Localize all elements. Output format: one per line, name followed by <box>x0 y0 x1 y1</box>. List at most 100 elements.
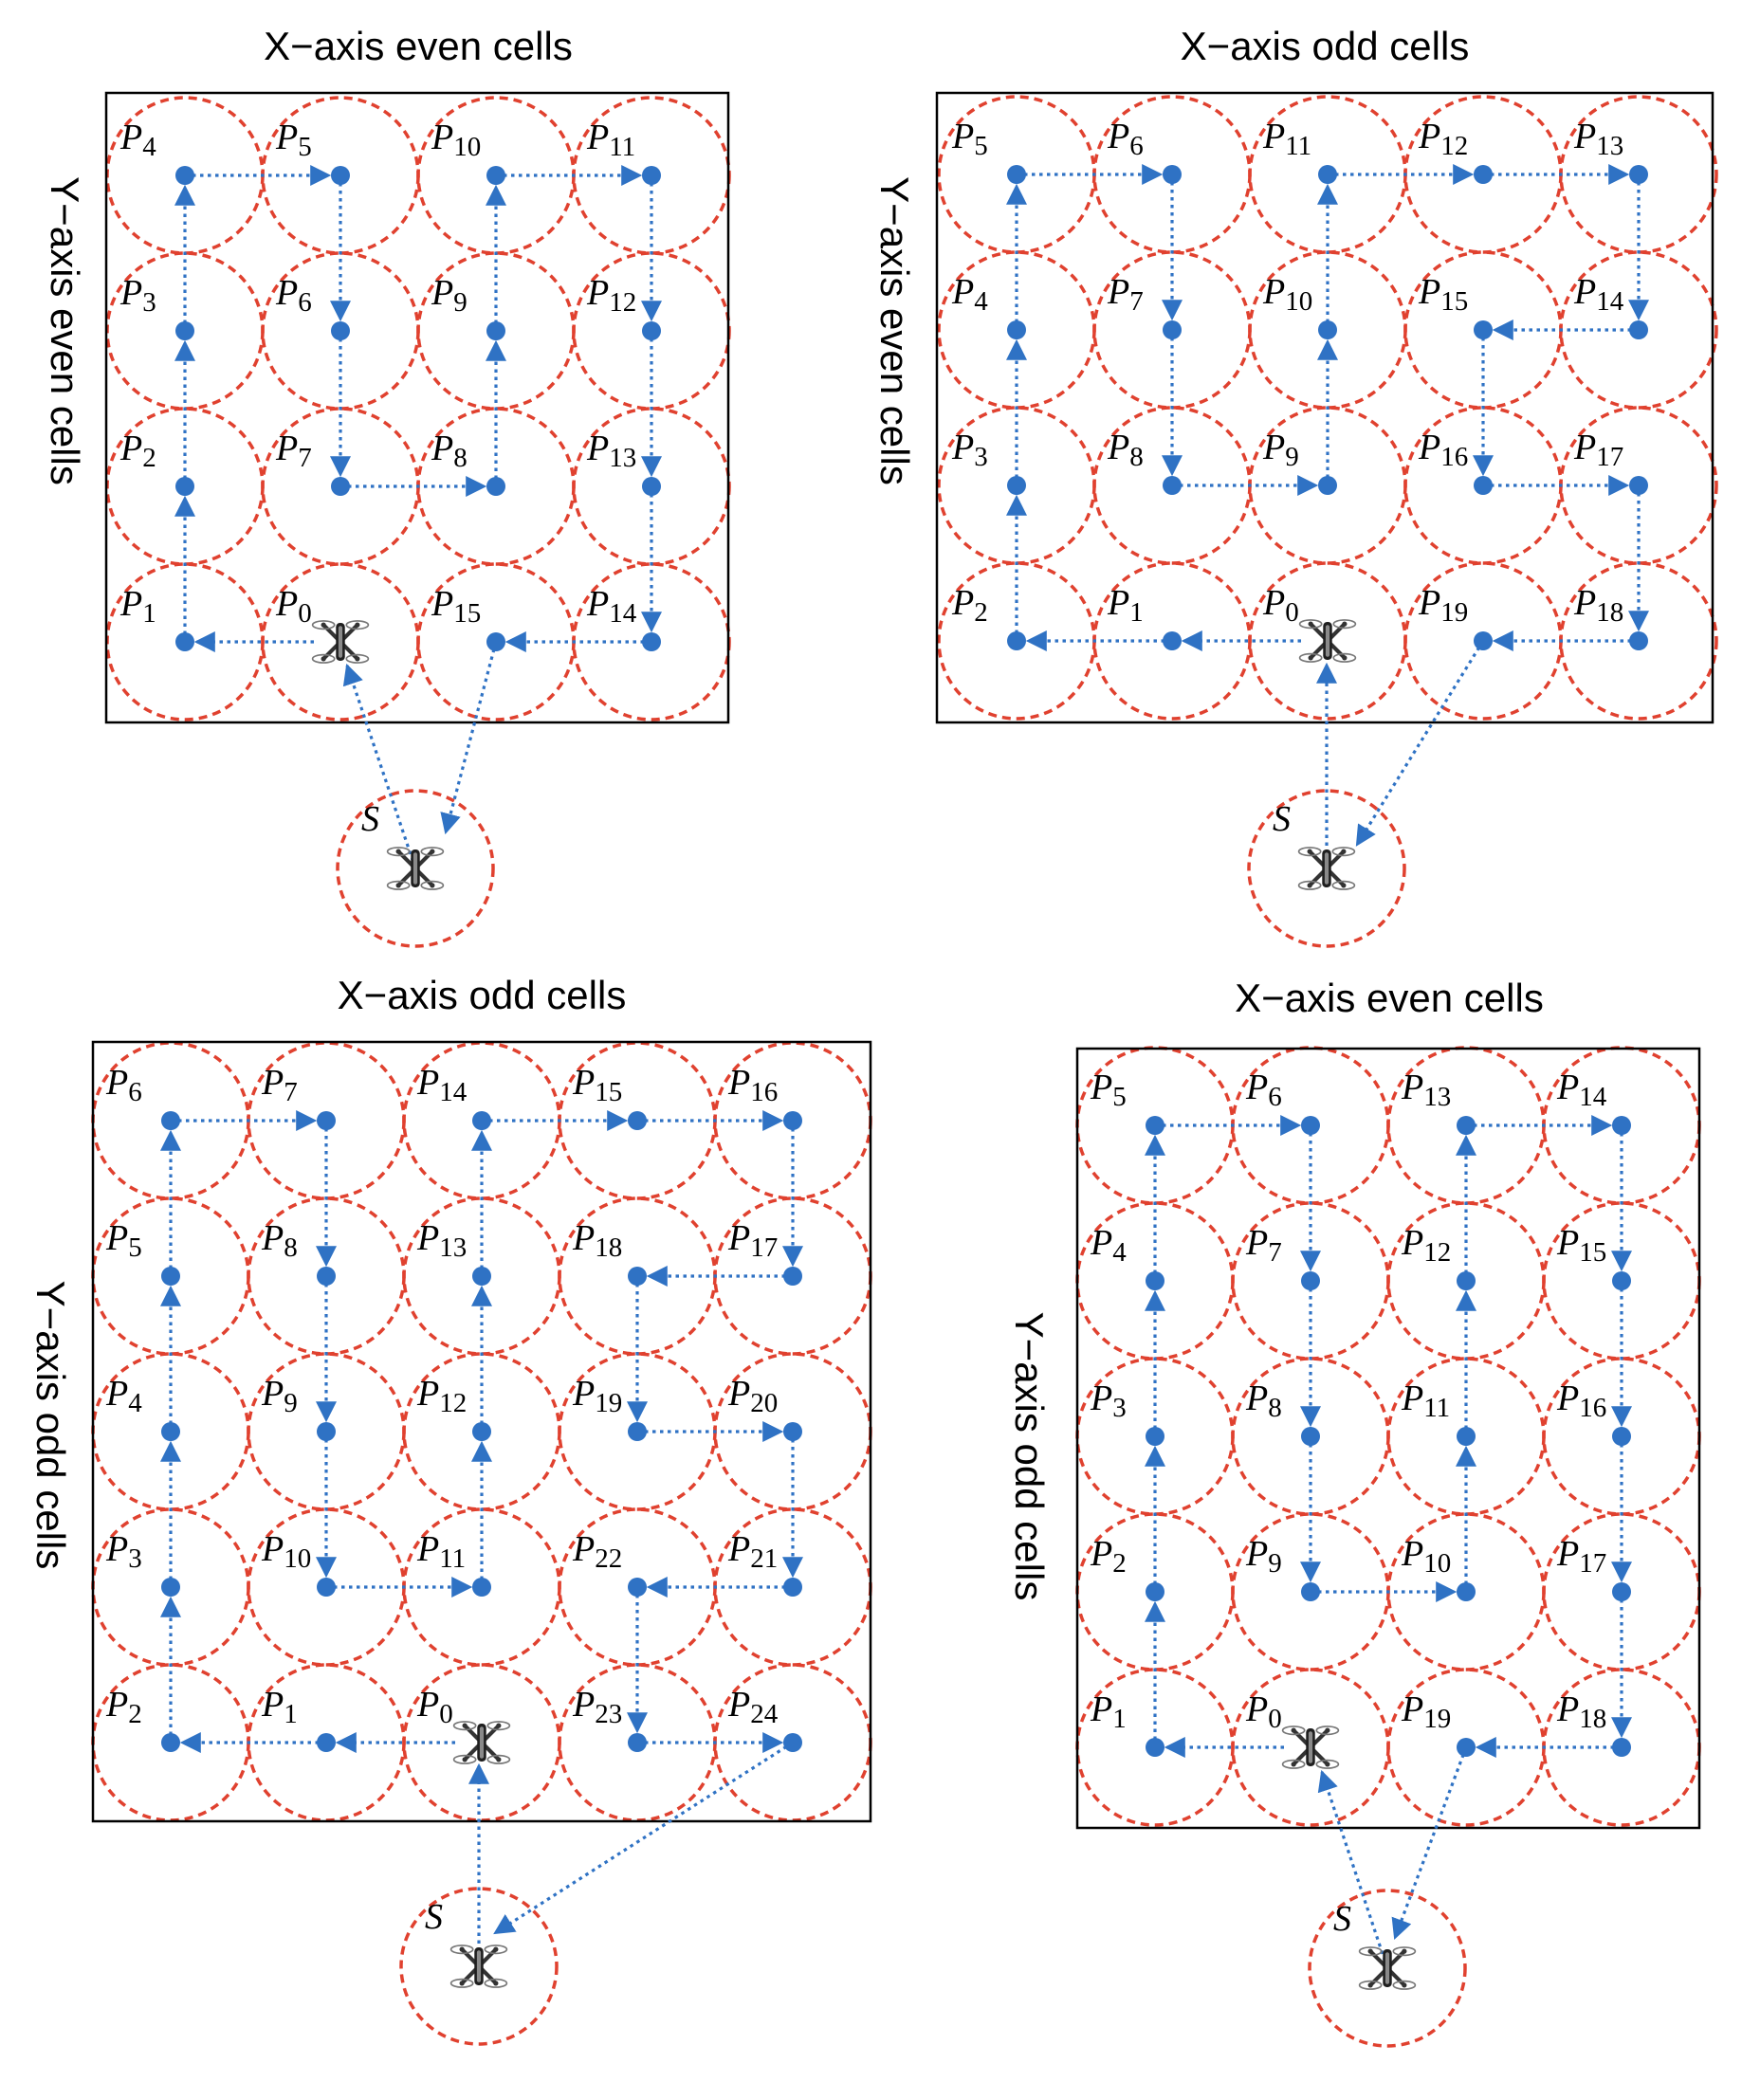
drone-motor <box>459 1946 465 1952</box>
drone-motor <box>493 1946 499 1952</box>
waypoint-label: P14 <box>586 584 637 629</box>
drone-rotor <box>420 880 445 890</box>
path-start-to-p0 <box>342 663 417 869</box>
drone-rotor <box>1331 847 1356 857</box>
path-segments <box>1006 164 1649 868</box>
drone-motor <box>1308 621 1313 627</box>
waypoint-label-index: 13 <box>1596 131 1623 161</box>
waypoint-dot <box>331 477 350 496</box>
waypoint-label-index: 16 <box>1579 1393 1606 1423</box>
waypoint-label-index: 9 <box>453 287 468 318</box>
waypoint-label-index: 0 <box>1268 1704 1282 1734</box>
waypoint-label-letter: P <box>431 584 453 624</box>
waypoint-dot <box>628 1111 647 1130</box>
waypoint-dot <box>1301 1116 1320 1135</box>
waypoint-label-letter: P <box>416 1063 439 1103</box>
drone-rotor <box>484 1945 508 1955</box>
waypoint-dot <box>1612 1116 1631 1135</box>
area-frame <box>935 91 1714 724</box>
waypoint-label-index: 18 <box>595 1233 622 1263</box>
waypoint-dot <box>472 1111 491 1130</box>
waypoint-label-index: 10 <box>284 1543 311 1574</box>
path-segments <box>174 165 662 869</box>
waypoint-label-index: 18 <box>1596 597 1623 628</box>
area-frame <box>91 1040 872 1823</box>
waypoint-label-letter: P <box>1556 1223 1579 1263</box>
waypoint-dot <box>161 1578 180 1597</box>
start-coverage-circle <box>336 789 495 948</box>
waypoint-label-letter: P <box>1090 1223 1112 1263</box>
y-axis-title: Y−axis even cells <box>43 176 87 485</box>
waypoint-label-index: 7 <box>298 443 312 473</box>
waypoint-label-letter: P <box>275 273 298 313</box>
waypoint-label-letter: P <box>261 1374 284 1414</box>
waypoint-dot <box>1612 1738 1631 1757</box>
waypoint-dot <box>472 1267 491 1286</box>
waypoint-label-letter: P <box>1107 583 1129 623</box>
waypoint-label: P3 <box>1090 1379 1127 1423</box>
waypoint-label-index: 1 <box>1129 597 1144 628</box>
waypoint-label: P4 <box>951 272 988 317</box>
start-station: S <box>425 1897 508 1988</box>
waypoint-label-letter: P <box>586 118 609 157</box>
waypoint-label-letter: P <box>951 428 974 467</box>
waypoint-label: P5 <box>105 1218 142 1263</box>
waypoint-label-index: 5 <box>298 132 312 162</box>
waypoint-dot <box>1163 476 1182 495</box>
waypoint-label-index: 24 <box>750 1699 779 1729</box>
drone-icon <box>311 620 370 664</box>
drone-rotor <box>1298 619 1323 630</box>
waypoint-dot <box>783 1578 802 1597</box>
waypoint-label-letter: P <box>572 1063 595 1103</box>
waypoint-label: P4 <box>119 118 156 162</box>
waypoint-label: P15 <box>1556 1223 1606 1268</box>
drone-motor <box>1307 883 1312 888</box>
path-return-to-start <box>440 641 498 835</box>
drone-rotor <box>345 653 370 664</box>
drone-rotor <box>449 1978 474 1988</box>
waypoint-label: P9 <box>1262 428 1299 472</box>
waypoints <box>1146 1116 1631 1769</box>
waypoint-label: P18 <box>572 1218 622 1263</box>
waypoint-label-letter: P <box>1262 117 1285 156</box>
waypoint-dot <box>642 477 661 496</box>
start-label: S <box>425 1897 443 1937</box>
waypoint-label-index: 15 <box>1579 1237 1606 1268</box>
x-axis-title: X−axis odd cells <box>338 973 627 1017</box>
waypoint-label-letter: P <box>572 1374 595 1414</box>
waypoint-label: P0 <box>1262 583 1299 628</box>
drone-motor <box>1402 1948 1407 1954</box>
waypoint-label-index: 19 <box>595 1388 622 1418</box>
waypoint-label: P2 <box>119 429 156 473</box>
drone-icon <box>449 1945 508 1988</box>
waypoint-label-index: 13 <box>1423 1082 1451 1112</box>
waypoint-label: P11 <box>586 118 635 162</box>
waypoint-dot <box>472 1578 491 1597</box>
waypoint-label-letter: P <box>416 1374 439 1414</box>
coverage-circles <box>1075 1046 1701 2048</box>
waypoint-label-index: 1 <box>142 598 156 629</box>
waypoint-label-letter: P <box>261 1529 284 1569</box>
waypoint-label-letter: P <box>1573 583 1596 623</box>
waypoint-dot <box>783 1733 802 1752</box>
waypoint-dot <box>1612 1271 1631 1290</box>
waypoint-label: P6 <box>1107 117 1144 161</box>
drone-rotor <box>452 1721 477 1731</box>
path-start-to-p0 <box>1317 1769 1389 1969</box>
waypoint-dot <box>161 1422 180 1441</box>
waypoint-label-index: 12 <box>609 287 636 318</box>
waypoint-dot <box>642 166 661 185</box>
waypoint-label-letter: P <box>1107 272 1129 312</box>
drone-motor <box>1307 849 1312 854</box>
waypoint-label-index: 3 <box>974 442 988 472</box>
waypoint-label-index: 5 <box>974 131 988 161</box>
path-segments <box>1145 1115 1632 1969</box>
waypoint-dot <box>1318 320 1337 339</box>
waypoint-label-index: 7 <box>1129 286 1144 317</box>
waypoint-label: P8 <box>1245 1379 1282 1423</box>
waypoint-dot <box>1146 1738 1164 1757</box>
waypoint-label-letter: P <box>1556 1534 1579 1574</box>
waypoint-label-index: 13 <box>439 1233 467 1263</box>
waypoint-label-index: 16 <box>1440 442 1468 472</box>
waypoint-dot <box>175 632 194 651</box>
